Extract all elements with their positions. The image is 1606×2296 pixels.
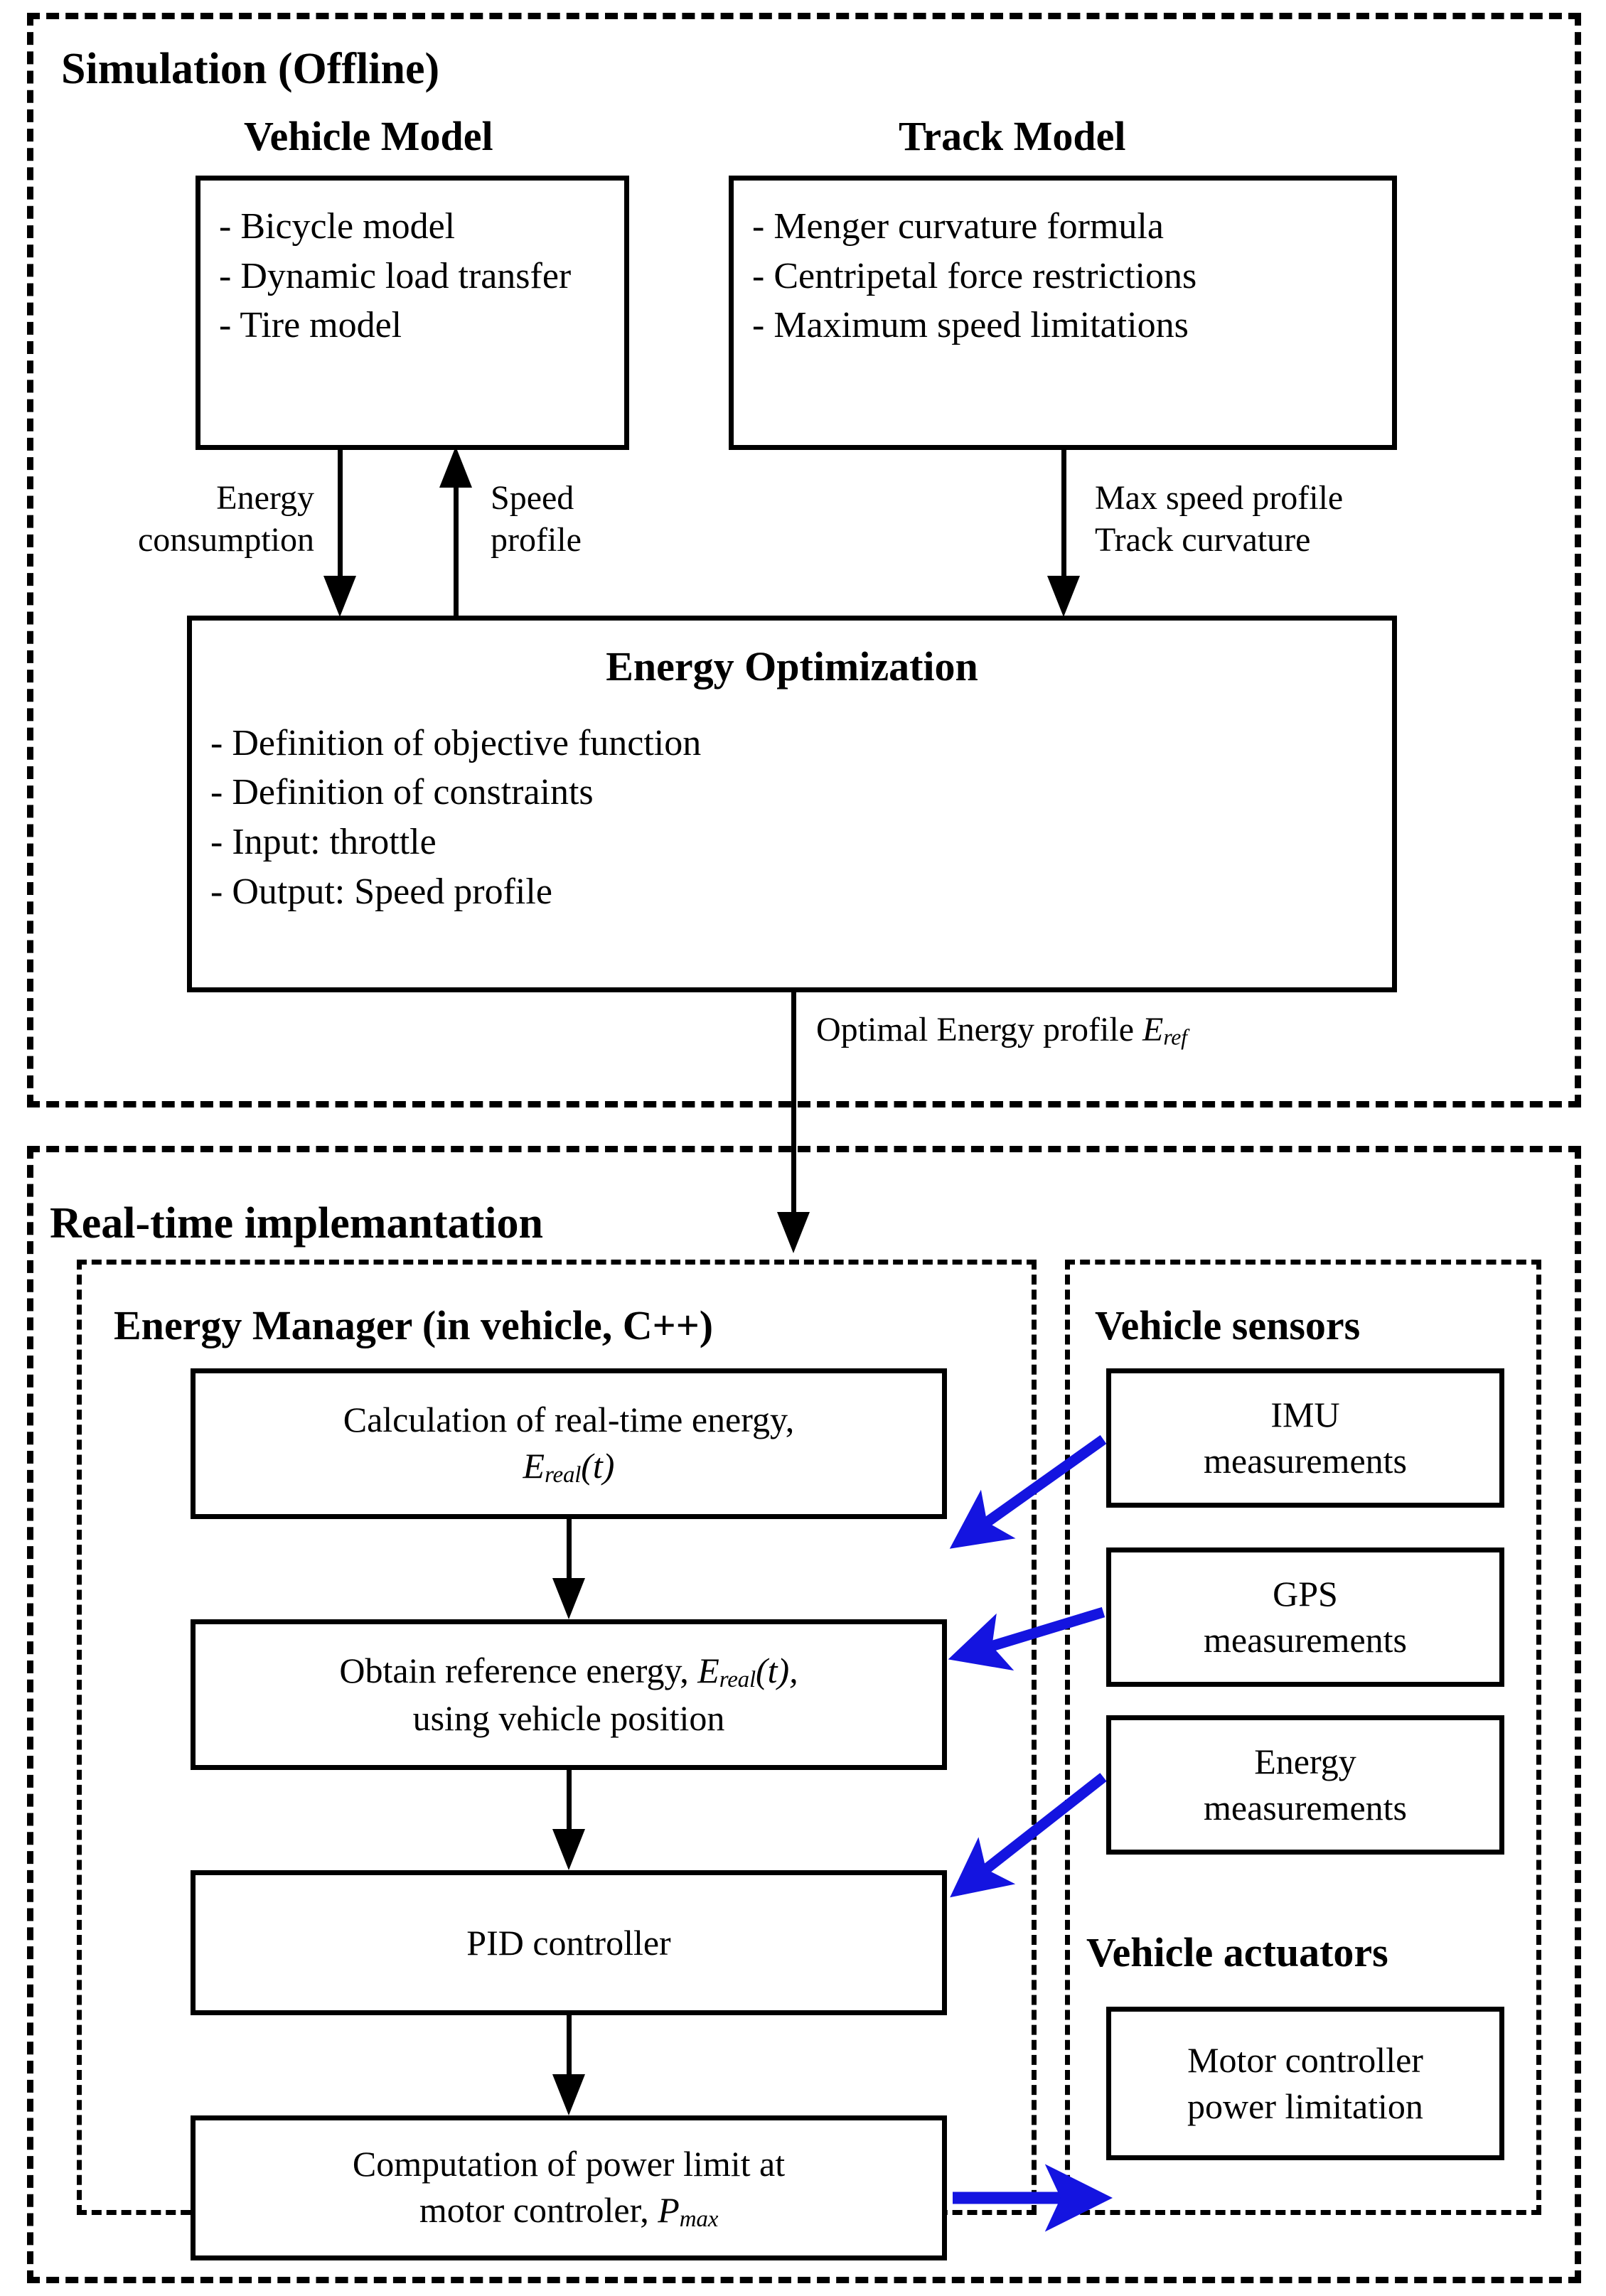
obtain-energy-prefix: Obtain reference energy, (339, 1651, 698, 1691)
track-model-items: - Menger curvature formula - Centripetal… (752, 202, 1374, 350)
obtain-energy-line2: using vehicle position (412, 1697, 725, 1738)
arrowhead-step2-step3 (552, 1829, 585, 1870)
simulation-group (27, 13, 1581, 1107)
obtain-energy-subscript: real (719, 1667, 756, 1693)
power-limit-symbol: P (658, 2190, 680, 2231)
calculate-energy-line1: Calculation of real-time energy, (343, 1400, 795, 1440)
list-item: - Maximum speed limitations (752, 305, 1189, 346)
optimal-energy-symbol: E (1142, 1011, 1164, 1048)
arrowhead-speed-profile (439, 446, 472, 488)
arrowhead-step3-step4 (552, 2074, 585, 2115)
arrowhead-step1-step2 (552, 1578, 585, 1619)
computation-power-limit-box: Computation of power limit at motor cont… (191, 2115, 947, 2260)
list-item: - Dynamic load transfer (219, 255, 572, 296)
vehicle-actuators-group-title: Vehicle actuators (1086, 1929, 1388, 1975)
optimal-energy-profile-text: Optimal Energy profile (816, 1011, 1142, 1048)
gps-measurements-label: GPS measurements (1203, 1574, 1407, 1660)
energy-optimization-items: - Definition of objective function - Def… (210, 719, 1374, 917)
realtime-group-title: Real-time implemantation (50, 1199, 543, 1248)
list-item: - Tire model (219, 305, 402, 346)
calculate-energy-symbol: E (523, 1446, 545, 1486)
connector-step3-step4 (567, 2015, 572, 2093)
calculate-energy-suffix: (t) (581, 1446, 615, 1486)
calculate-energy-subscript: real (545, 1462, 582, 1488)
pid-controller-box: PID controller (191, 1870, 947, 2015)
connector-optimal-energy-profile (791, 992, 796, 1230)
arrowhead-track-outputs (1047, 576, 1080, 617)
pid-controller-label: PID controller (466, 1922, 671, 1963)
list-item: - Definition of constraints (210, 772, 594, 813)
track-model-heading: Track Model (899, 113, 1126, 159)
edge-label-optimal-energy-profile: Optimal Energy profile Eref (816, 1009, 1187, 1051)
list-item: - Output: Speed profile (210, 871, 552, 912)
connector-step1-step2 (567, 1519, 572, 1597)
imu-measurements-label: IMU measurements (1203, 1395, 1407, 1481)
arrowhead-energy-consumption (323, 576, 356, 617)
obtain-energy-symbol: E (697, 1651, 719, 1691)
power-limit-subscript: max (679, 2206, 719, 2233)
connector-speed-profile (454, 483, 459, 618)
list-item: - Bicycle model (219, 206, 456, 247)
gps-measurements-box: GPS measurements (1106, 1547, 1504, 1687)
power-limit-line1: Computation of power limit at (352, 2144, 786, 2184)
vehicle-sensors-group-title: Vehicle sensors (1095, 1302, 1361, 1348)
vehicle-model-box: - Bicycle model - Dynamic load transfer … (196, 176, 629, 450)
list-item: - Input: throttle (210, 822, 437, 863)
edge-label-speed-profile: Speed profile (491, 479, 582, 559)
realtime-group (27, 1146, 1581, 2283)
energy-manager-group-title: Energy Manager (in vehicle, C++) (114, 1302, 714, 1348)
energy-optimization-heading: Energy Optimization (606, 643, 978, 690)
simulation-group-title: Simulation (Offline) (61, 45, 440, 93)
motor-controller-box: Motor controller power limitation (1106, 2007, 1504, 2160)
obtain-reference-energy-box: Obtain reference energy, Ereal(t), using… (191, 1619, 947, 1770)
list-item: - Definition of objective function (210, 722, 702, 763)
power-limit-prefix: motor controler, (419, 2190, 658, 2231)
energy-optimization-box: Energy Optimization - Definition of obje… (187, 616, 1397, 992)
obtain-energy-suffix: (t), (755, 1651, 798, 1691)
track-model-box: - Menger curvature formula - Centripetal… (729, 176, 1397, 450)
calculate-real-time-energy-box: Calculation of real-time energy, Ereal(t… (191, 1368, 947, 1519)
connector-step2-step3 (567, 1770, 572, 1848)
vehicle-sensors-group (1065, 1260, 1541, 2215)
optimal-energy-subscript: ref (1163, 1024, 1187, 1050)
motor-controller-label: Motor controller power limitation (1187, 2040, 1423, 2126)
energy-measurements-box: Energy measurements (1106, 1715, 1504, 1855)
energy-measurements-label: Energy measurements (1203, 1742, 1407, 1828)
connector-energy-consumption (338, 450, 343, 596)
edge-label-energy-consumption: Energy consumption (138, 479, 314, 559)
arrowhead-optimal-energy-profile (777, 1212, 810, 1253)
imu-measurements-box: IMU measurements (1106, 1368, 1504, 1508)
list-item: - Centripetal force restrictions (752, 255, 1197, 296)
vehicle-model-items: - Bicycle model - Dynamic load transfer … (219, 202, 606, 350)
vehicle-model-heading: Vehicle Model (244, 113, 493, 159)
edge-label-track-outputs: Max speed profile Track curvature (1095, 479, 1344, 559)
connector-track-outputs (1061, 450, 1066, 596)
list-item: - Menger curvature formula (752, 206, 1164, 247)
